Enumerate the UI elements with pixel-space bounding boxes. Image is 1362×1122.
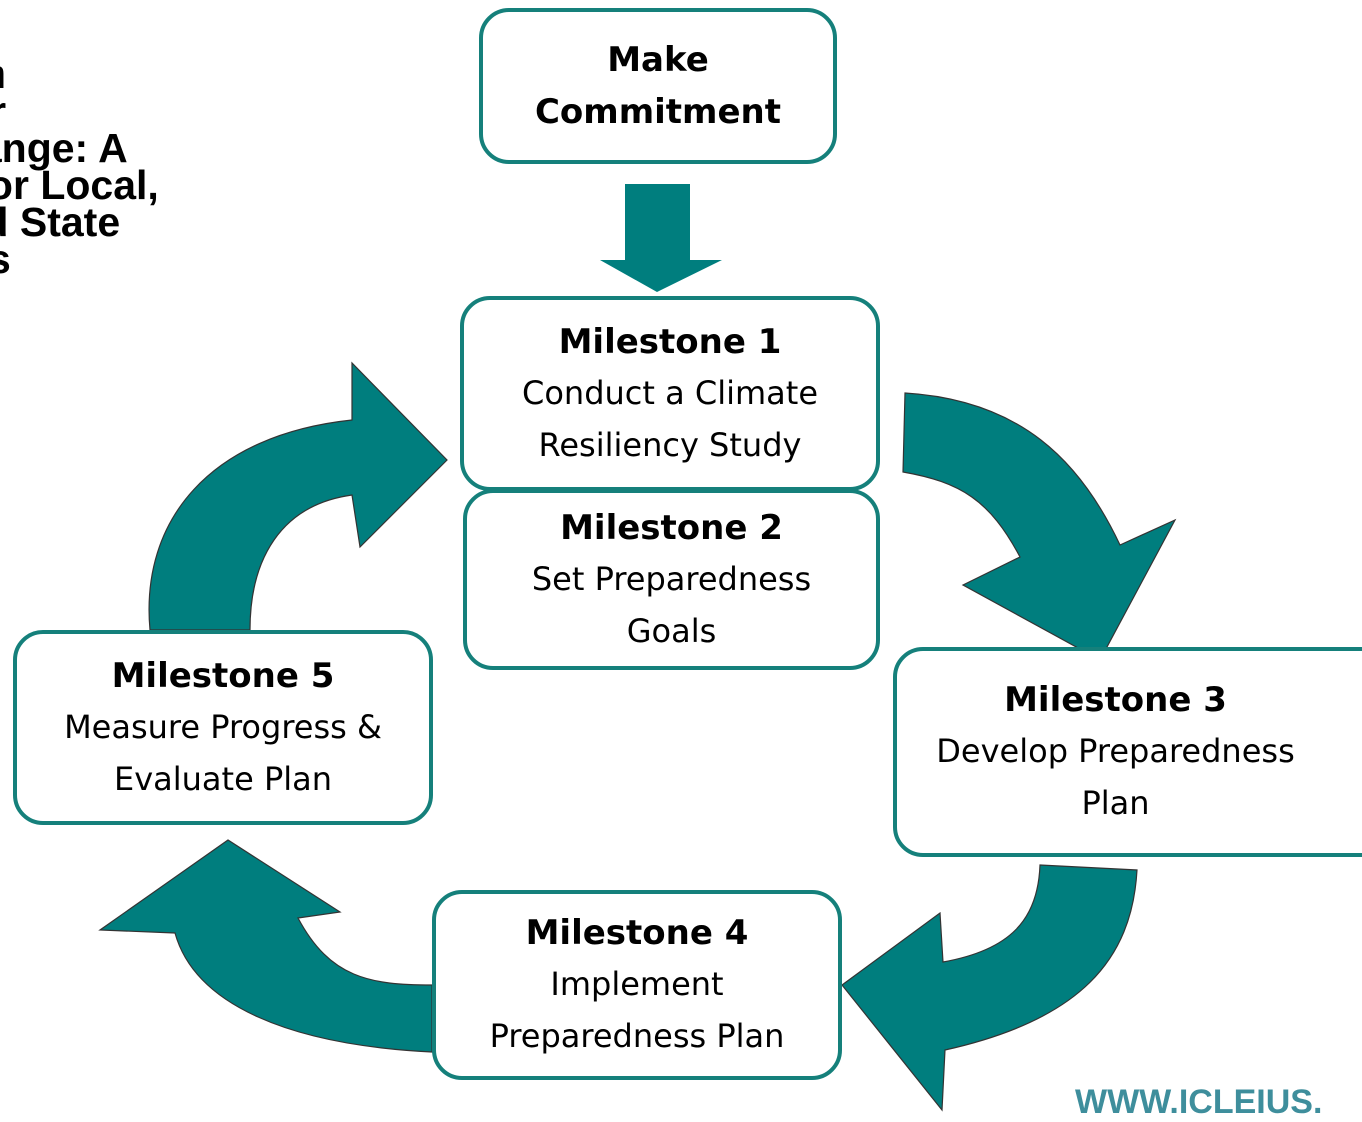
- down-arrow: [600, 184, 722, 292]
- source-line: ng for: [0, 91, 360, 132]
- milestone-2-desc: Set Preparedness Goals: [531, 559, 812, 650]
- source-line: al and State: [0, 199, 121, 245]
- milestone-2-box: Milestone 2 Set Preparedness Goals: [463, 489, 880, 670]
- milestone-4-desc: Implement Preparedness Plan: [489, 965, 785, 1055]
- milestone-1-title: Milestone 1: [558, 321, 782, 362]
- milestone-3-desc: Develop Preparedness Plan: [936, 732, 1295, 822]
- milestone-5-box: Milestone 5 Measure Progress & Evaluate …: [13, 630, 433, 825]
- milestone-4-box: Milestone 4 Implement Preparedness Plan: [432, 890, 842, 1080]
- curved-arrow-to-milestone-3: [902, 392, 1177, 661]
- curved-arrow-to-milestone-4: [841, 864, 1138, 1112]
- milestone-5-desc: Measure Progress & Evaluate Plan: [64, 707, 382, 798]
- curved-arrow-to-milestone-1: [148, 361, 448, 631]
- milestone-3-title: Milestone 3: [1004, 680, 1227, 720]
- commitment-title: Make Commitment: [534, 40, 782, 132]
- source-line: e Change: A: [0, 125, 128, 171]
- source-attribution-text: d from ng for e Change: A ook for Local,…: [0, 56, 360, 278]
- milestone-1-desc: Conduct a Climate Resiliency Study: [521, 373, 819, 464]
- source-line: d from: [0, 56, 360, 95]
- website-url: WWW.ICLEIUS.: [1075, 1083, 1323, 1121]
- milestone-3-box: Milestone 3 Develop Preparedness Plan: [893, 647, 1362, 857]
- source-line: ments: [0, 239, 360, 279]
- milestone-1-box: Milestone 1 Conduct a Climate Resiliency…: [460, 296, 880, 491]
- milestone-5-title: Milestone 5: [111, 655, 335, 696]
- milestone-2-title: Milestone 2: [560, 507, 783, 548]
- curved-arrow-to-milestone-5: [98, 839, 433, 1053]
- milestone-4-title: Milestone 4: [525, 913, 749, 953]
- source-line: ook for Local,: [0, 162, 159, 208]
- make-commitment-box: Make Commitment: [479, 8, 837, 164]
